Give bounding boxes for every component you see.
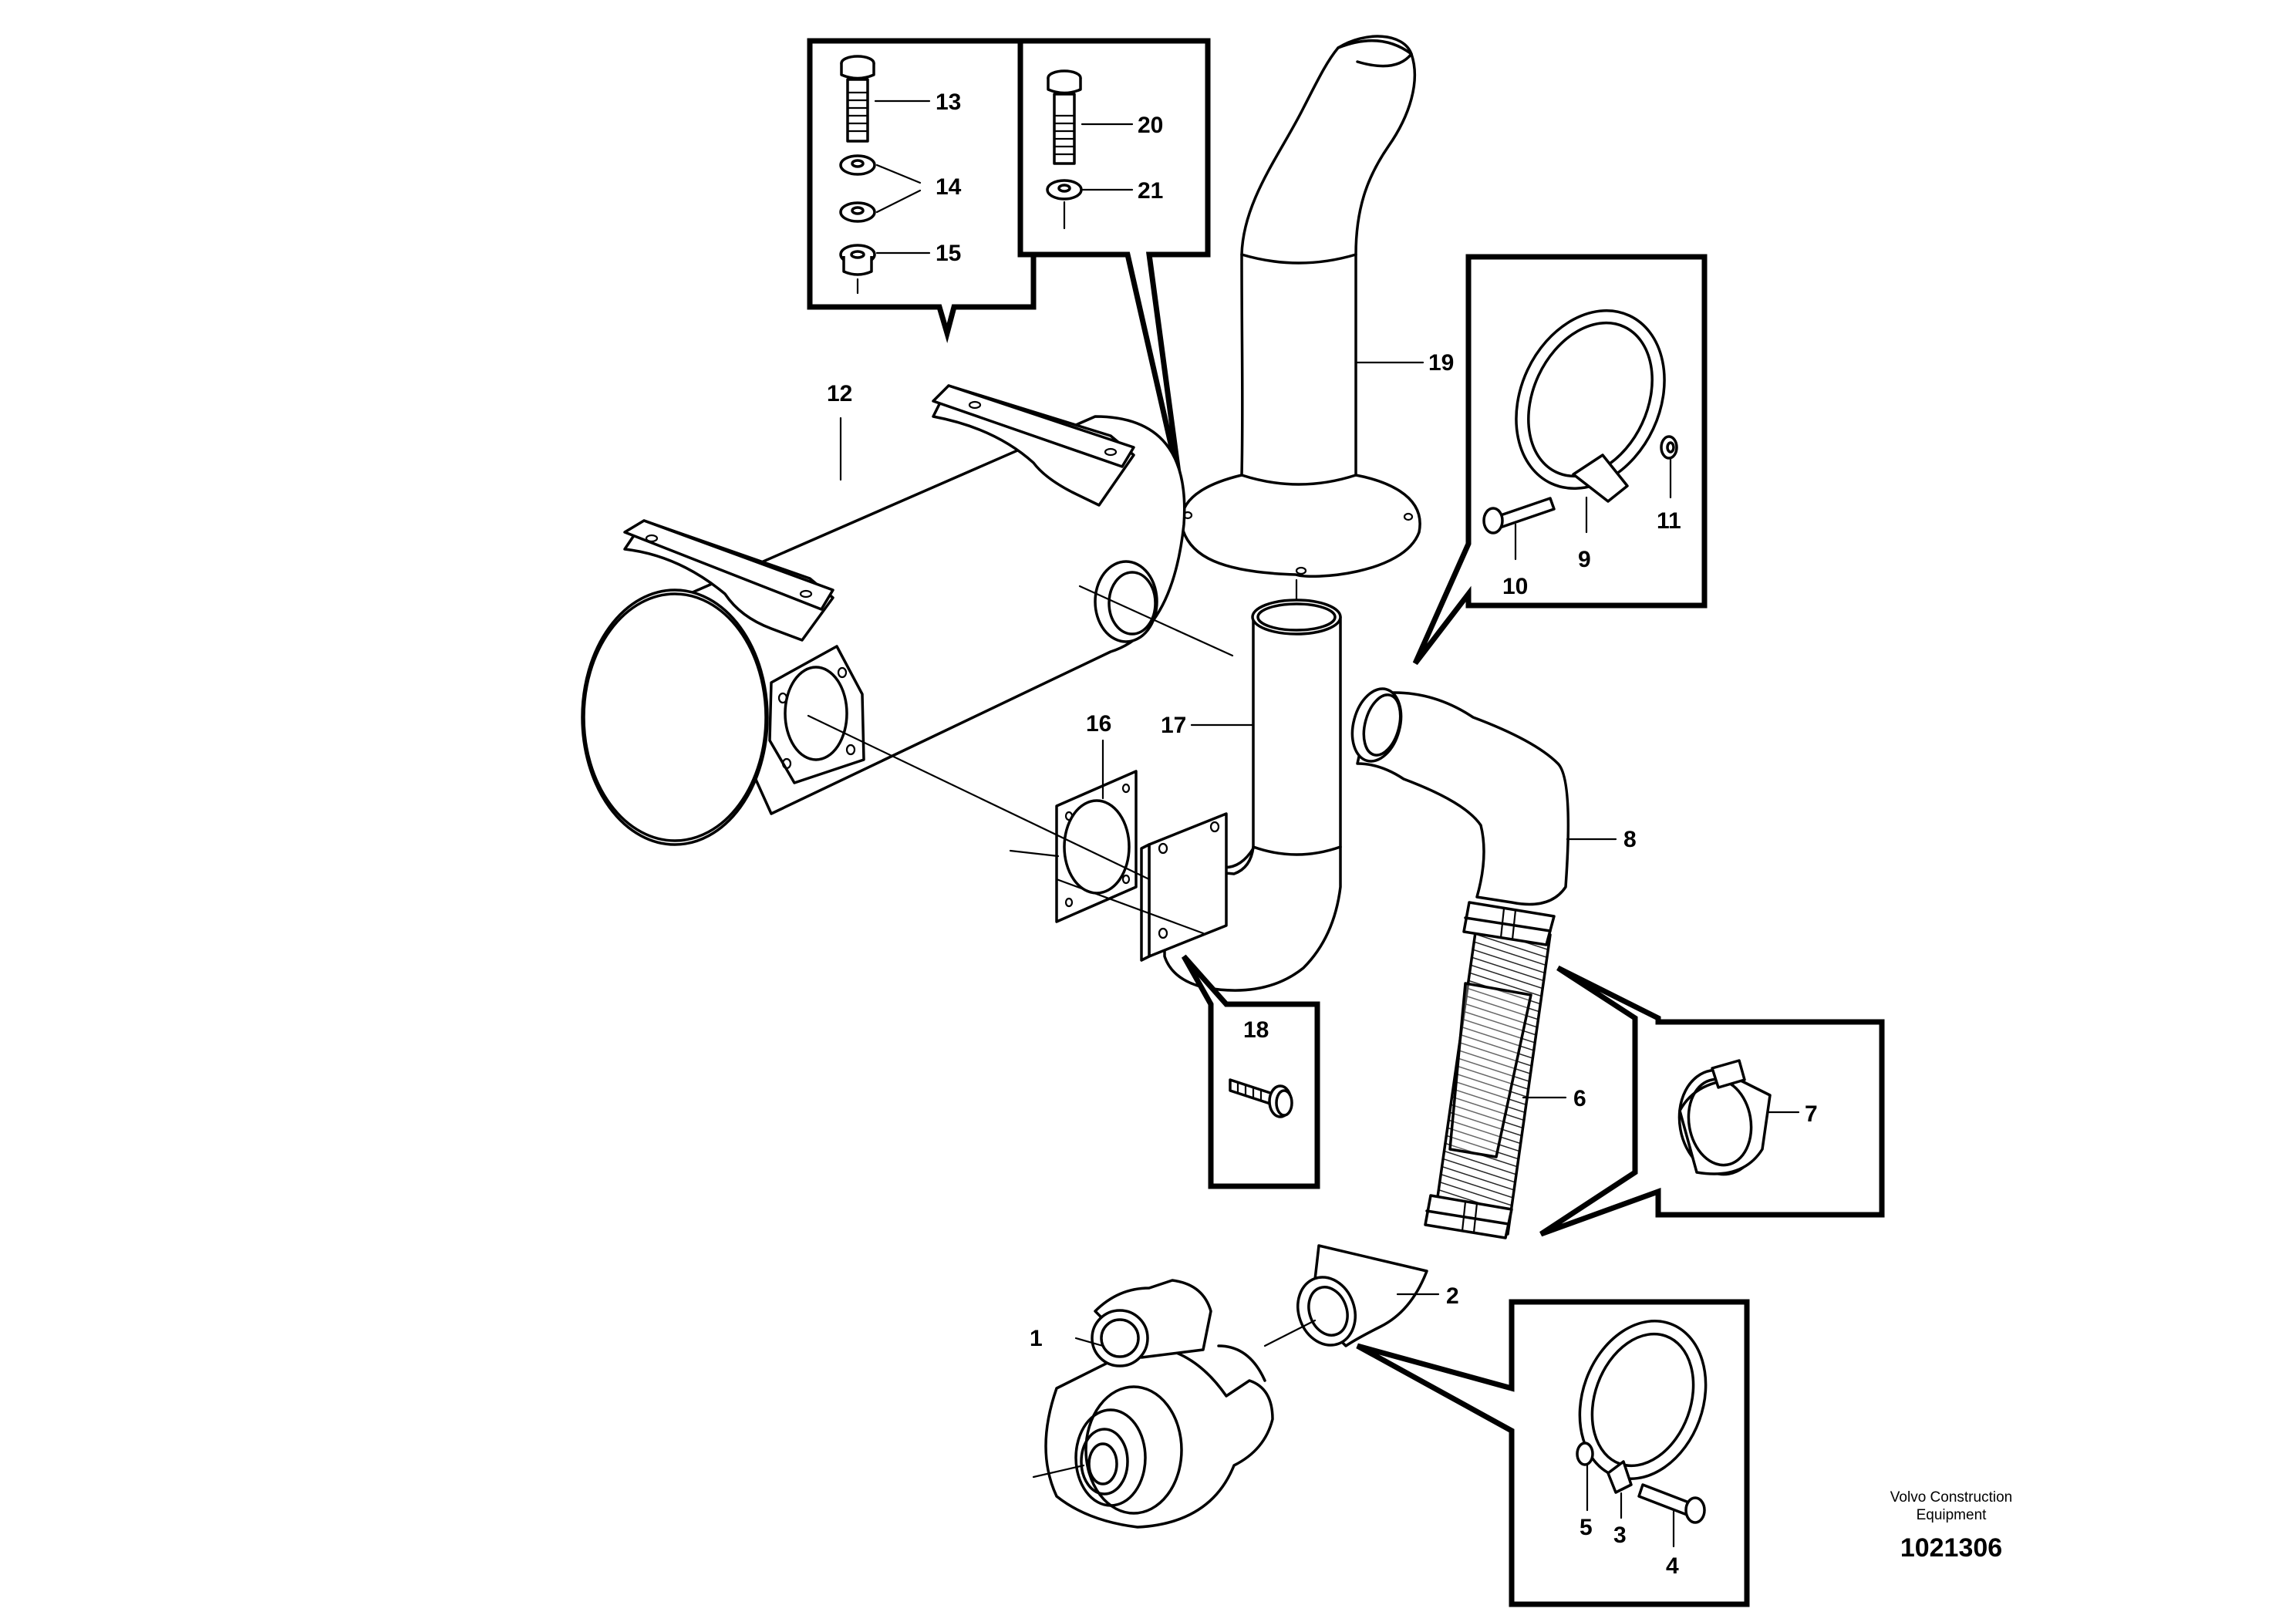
gasket-16 bbox=[807, 714, 1205, 935]
nut-5 bbox=[1576, 1442, 1594, 1466]
flexible-hose-6 bbox=[1433, 920, 1567, 1236]
v-clamp-9 bbox=[1515, 309, 1666, 503]
hose-clamp-7 bbox=[1677, 1059, 1772, 1176]
detail-box-stack-fasteners bbox=[1017, 38, 1211, 485]
label-11: 11 bbox=[1657, 508, 1681, 534]
company-name-line1: Volvo Construction bbox=[1890, 1489, 2012, 1506]
label-12: 12 bbox=[827, 381, 852, 406]
label-2: 2 bbox=[1446, 1283, 1459, 1309]
label-14: 14 bbox=[936, 174, 962, 200]
detail-box-hose-clamp bbox=[1539, 965, 1885, 1237]
flange-screw-18 bbox=[1229, 1078, 1293, 1118]
label-1: 1 bbox=[1030, 1326, 1043, 1351]
label-20: 20 bbox=[1138, 113, 1163, 138]
label-16: 16 bbox=[1086, 711, 1111, 737]
callout-labels: 1 2 3 4 5 6 7 8 9 10 11 12 13 14 15 16 1… bbox=[827, 89, 1818, 1579]
label-10: 10 bbox=[1502, 574, 1528, 599]
label-3: 3 bbox=[1613, 1523, 1627, 1548]
screw-10 bbox=[1482, 497, 1556, 534]
muffler-12 bbox=[581, 384, 1186, 846]
document-number: 1021306 bbox=[1900, 1533, 2002, 1563]
screw-4 bbox=[1637, 1483, 1706, 1524]
footer: Volvo Construction Equipment 1021306 bbox=[1890, 1489, 2012, 1563]
exhaust-pipe-8 bbox=[1350, 687, 1617, 906]
detail-box-lower-clamp bbox=[1356, 1299, 1750, 1607]
washer-21 bbox=[1046, 179, 1083, 201]
label-8: 8 bbox=[1623, 827, 1637, 852]
label-6: 6 bbox=[1573, 1086, 1586, 1111]
label-18: 18 bbox=[1243, 1017, 1269, 1043]
label-15: 15 bbox=[936, 241, 961, 266]
label-5: 5 bbox=[1580, 1515, 1593, 1540]
v-clamp-3 bbox=[1578, 1320, 1708, 1494]
label-17: 17 bbox=[1161, 713, 1186, 738]
elbow-2 bbox=[1263, 1244, 1440, 1347]
label-13: 13 bbox=[936, 89, 961, 115]
turbocharger-1 bbox=[1032, 1279, 1274, 1529]
label-4: 4 bbox=[1666, 1553, 1679, 1579]
label-19: 19 bbox=[1428, 350, 1454, 376]
washer-14 bbox=[839, 154, 876, 223]
nut-15 bbox=[839, 244, 876, 276]
detail-box-upper-clamp bbox=[1412, 254, 1708, 666]
hose-clamp-upper bbox=[1462, 901, 1556, 946]
company-name-line2: Equipment bbox=[1917, 1507, 1988, 1523]
exhaust-stack-19 bbox=[1180, 35, 1424, 578]
label-7: 7 bbox=[1805, 1101, 1818, 1127]
bolt-13 bbox=[840, 55, 875, 143]
label-21: 21 bbox=[1138, 178, 1163, 204]
pipe-17 bbox=[1078, 578, 1342, 992]
detail-box-flange-screw bbox=[1181, 954, 1320, 1189]
detail-box-muffler-fasteners bbox=[807, 38, 1037, 344]
screw-20 bbox=[1047, 69, 1082, 165]
label-9: 9 bbox=[1578, 547, 1591, 572]
hose-clamp-lower bbox=[1424, 1194, 1513, 1239]
nut-11 bbox=[1660, 435, 1678, 460]
